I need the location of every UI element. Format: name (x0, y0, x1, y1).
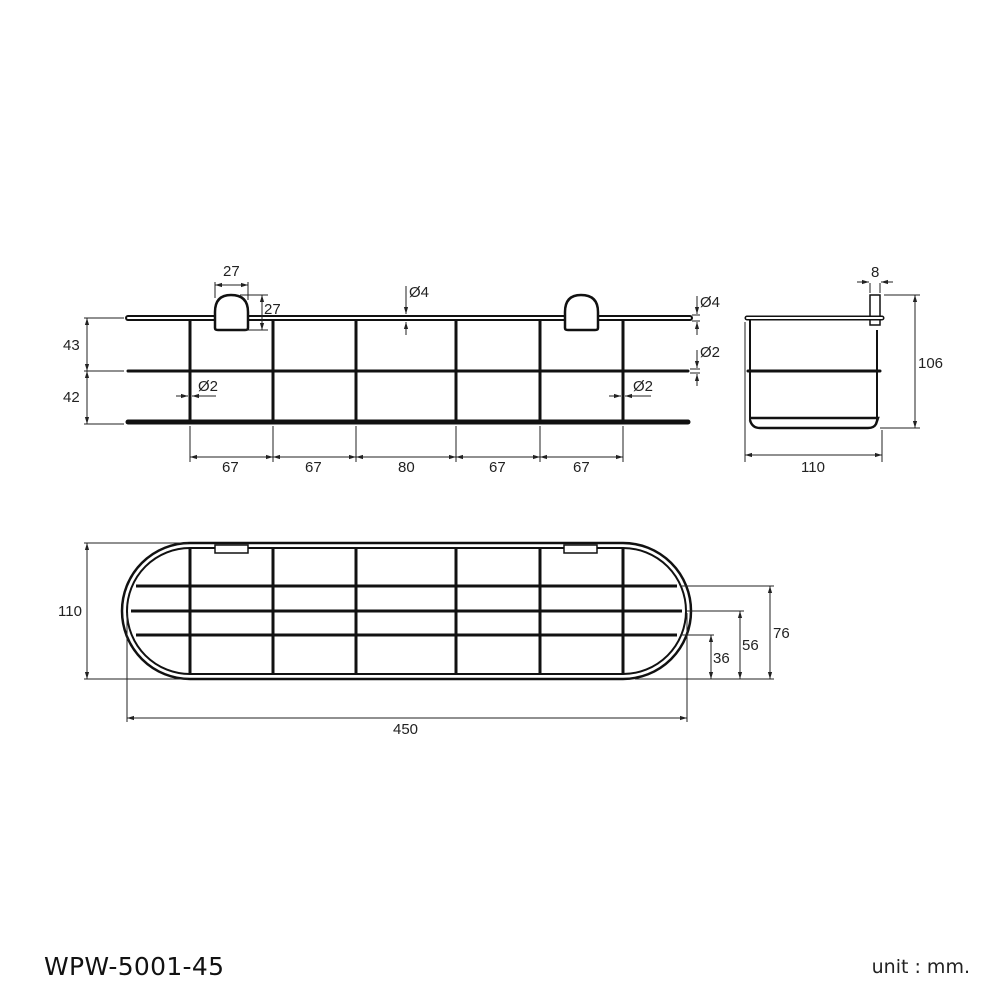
unit-label: unit : mm. (871, 956, 970, 978)
lower-height-label: 42 (63, 389, 80, 406)
side-height-label: 106 (918, 355, 943, 372)
spacing-label-4: 67 (489, 459, 506, 476)
spacing-label-1: 67 (222, 459, 239, 476)
side-depth-label: 110 (801, 459, 825, 476)
spacing-label-5: 67 (573, 459, 590, 476)
left-bracket (213, 293, 250, 332)
rail-offset-36-label: 36 (713, 650, 730, 667)
top-view: 110 450 76 56 36 (58, 541, 790, 738)
bracket-width-label: 27 (223, 263, 240, 280)
spacing-label-2: 67 (305, 459, 322, 476)
top-rod-diameter-label: Ø4 (409, 284, 429, 301)
right-vertical-rod-diameter-label: Ø2 (633, 378, 653, 395)
total-length-label: 450 (393, 721, 418, 738)
vertical-rods (188, 320, 625, 424)
rail-offset-76-label: 76 (773, 625, 790, 642)
front-view: 27 27 Ø4 Ø4 Ø2 Ø2 Ø2 4 (63, 263, 720, 476)
rail-offset-56-label: 56 (742, 637, 759, 654)
spacing-label-3: 80 (398, 459, 415, 476)
side-view: 8 106 110 (744, 264, 943, 476)
model-code: WPW-5001-45 (44, 952, 225, 981)
left-vertical-rod-diameter-label: Ø2 (198, 378, 218, 395)
upper-height-label: 43 (63, 337, 80, 354)
middle-rod-diameter-label: Ø2 (700, 344, 720, 361)
right-bracket (563, 293, 600, 332)
top-depth-label: 110 (58, 603, 82, 620)
bracket-thickness-label: 8 (871, 264, 879, 281)
bracket-height-label: 27 (264, 301, 281, 318)
right-top-rod-diameter-label: Ø4 (700, 294, 720, 311)
